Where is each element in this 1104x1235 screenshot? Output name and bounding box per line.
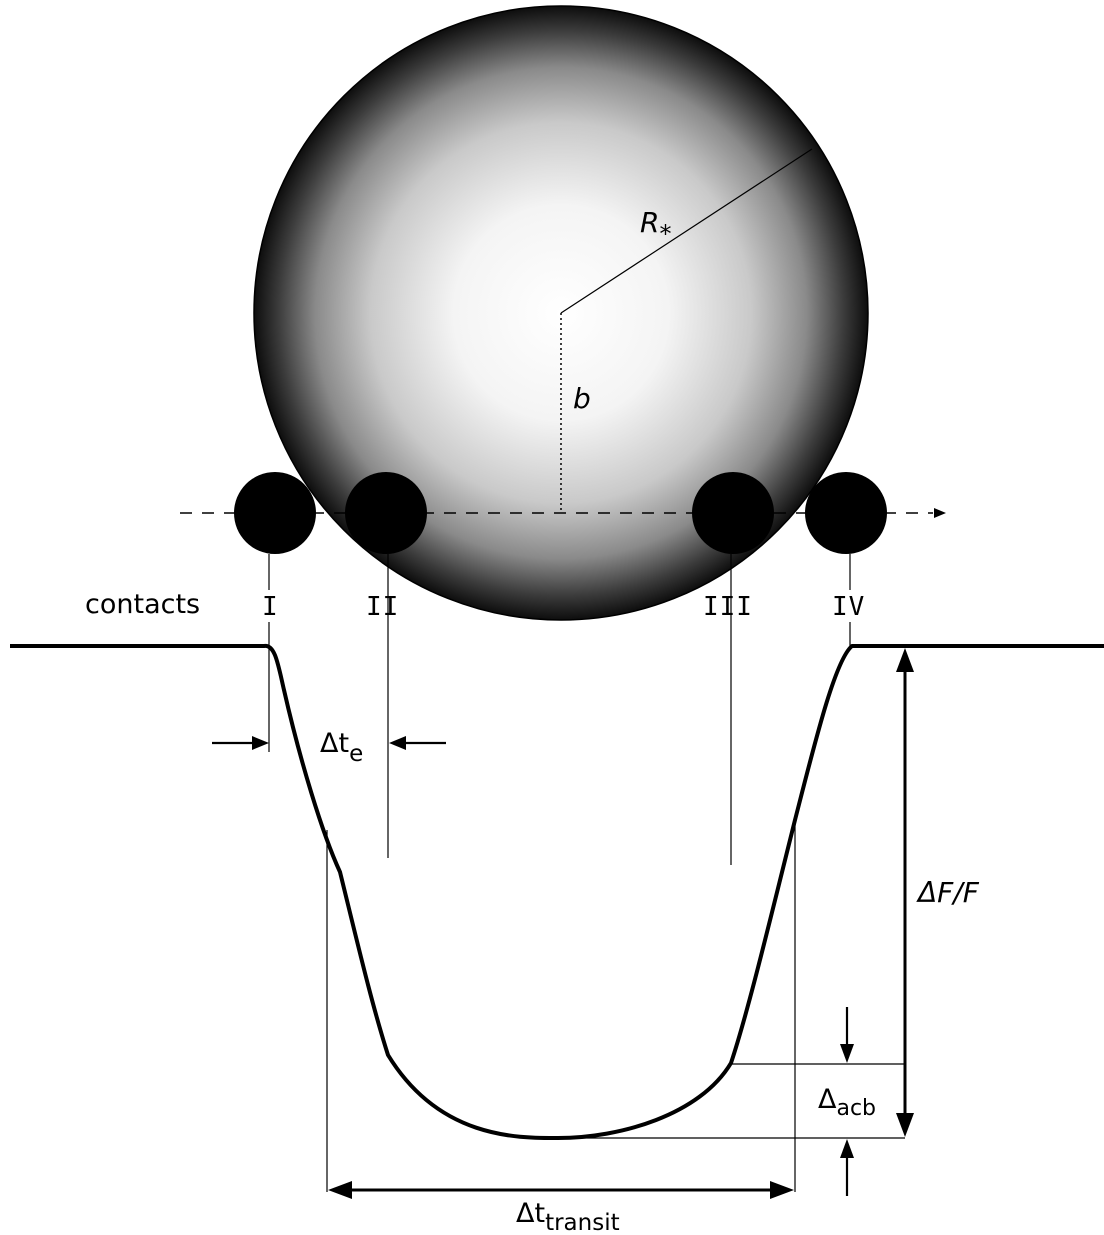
planet-contact-1 — [234, 472, 316, 554]
contacts-label: contacts — [85, 589, 200, 620]
planet-contact-2 — [345, 472, 427, 554]
limb-arrow-top-head — [840, 1044, 854, 1063]
ingress-arrow-right-head — [389, 736, 406, 750]
limb-curvature-label: Δacb — [818, 1084, 876, 1121]
star-radius-line — [560, 148, 813, 314]
chord-arrowhead — [934, 508, 946, 518]
ingress-duration-label: Δte — [320, 728, 363, 767]
radius-label: R* — [640, 206, 671, 248]
planet-contact-3 — [692, 472, 774, 554]
transit-subscript: transit — [545, 1210, 620, 1235]
limb-arrow-bottom-head — [840, 1139, 854, 1158]
depth-label: ΔF/F — [916, 876, 980, 909]
radius-subscript: * — [659, 220, 671, 248]
contact-label-2: II — [366, 592, 399, 622]
contact-label-3: III — [703, 592, 753, 622]
contact-label-1: I — [262, 592, 279, 622]
impact-parameter-label: b — [573, 382, 591, 415]
depth-arrow-bottom-head — [896, 1113, 914, 1137]
ingress-subscript: e — [349, 741, 363, 767]
light-curve — [10, 643, 1104, 1141]
limb-subscript: acb — [836, 1096, 876, 1121]
contact-label-4: IV — [832, 592, 865, 622]
ingress-arrow-left-head — [252, 736, 269, 750]
planet-contact-4 — [805, 472, 887, 554]
transit-arrow-right-head — [770, 1181, 794, 1199]
transit-duration-label: Δttransit — [516, 1198, 620, 1235]
transit-arrow-left-head — [328, 1181, 352, 1199]
depth-arrow-top-head — [896, 648, 914, 672]
